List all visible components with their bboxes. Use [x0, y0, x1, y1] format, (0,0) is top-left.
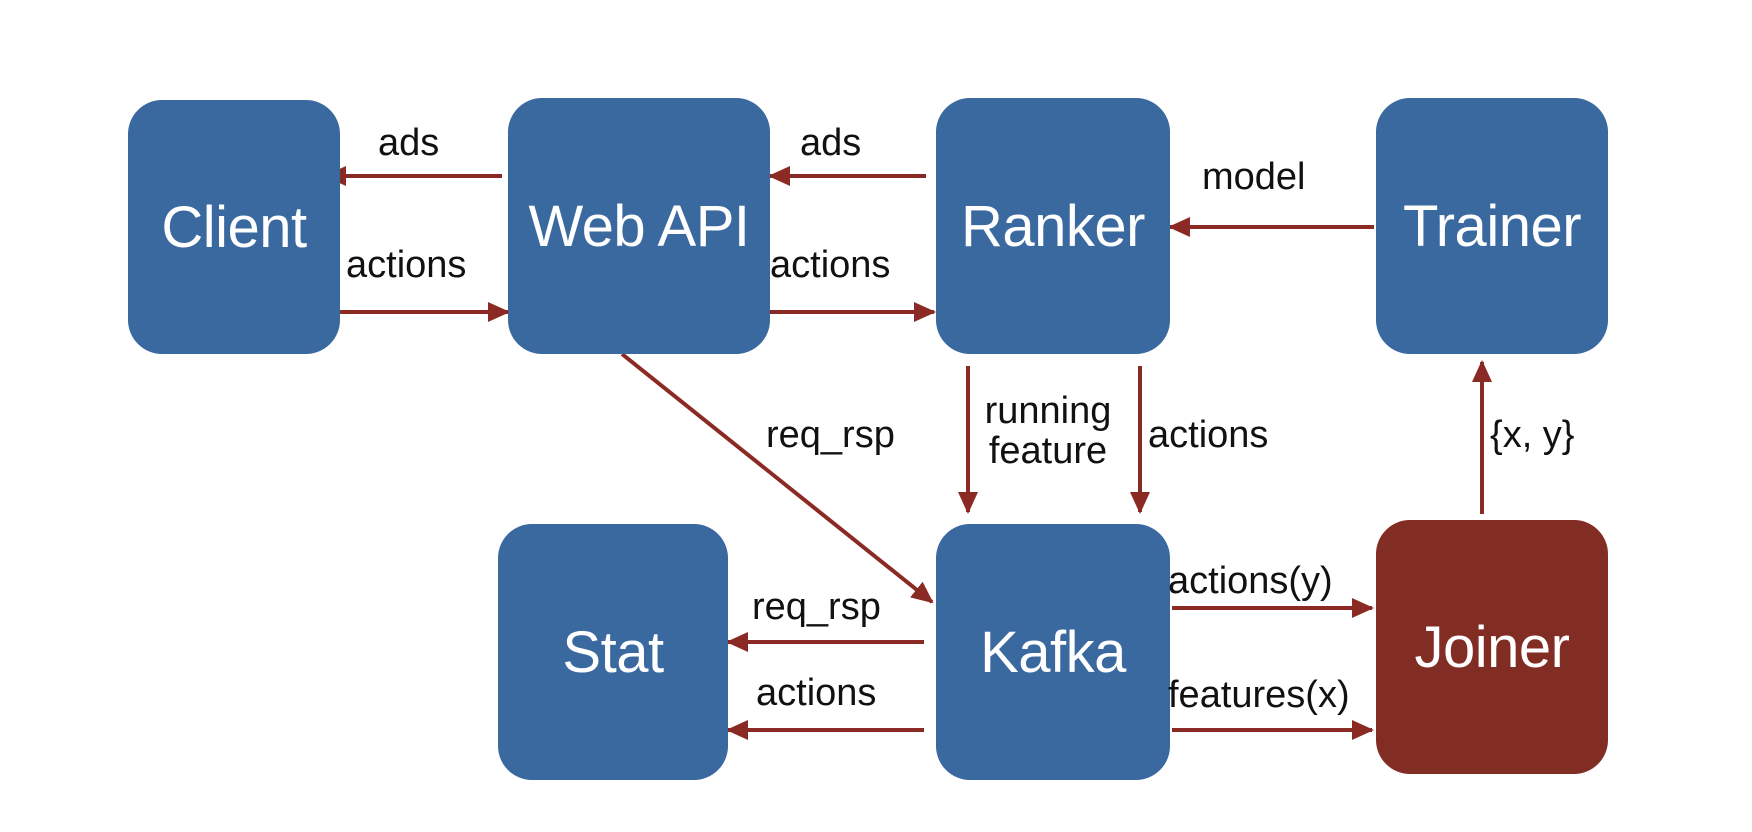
- label-ranker-to-webapi: ads: [800, 122, 862, 164]
- node-trainer: Trainer: [1376, 98, 1608, 354]
- label-kafka-to-joiner-actions: actions(y): [1168, 560, 1333, 602]
- node-ranker-label: Ranker: [961, 193, 1145, 259]
- label-kafka-to-stat-reqrsp: req_rsp: [752, 586, 881, 628]
- node-trainer-label: Trainer: [1402, 193, 1582, 259]
- label-ranker-to-kafka-actions: actions: [1148, 414, 1269, 456]
- node-client-label: Client: [161, 194, 307, 260]
- node-client: Client: [128, 100, 340, 354]
- node-stat: Stat: [498, 524, 728, 780]
- node-kafka-label: Kafka: [980, 619, 1126, 685]
- label-joiner-to-trainer: {x, y}: [1490, 414, 1575, 456]
- node-web-api: Web API: [508, 98, 770, 354]
- label-webapi-to-kafka: req_rsp: [766, 414, 895, 456]
- node-joiner: Joiner: [1376, 520, 1608, 774]
- label-ranker-to-kafka-feature: running feature: [974, 390, 1122, 472]
- node-stat-label: Stat: [562, 619, 664, 685]
- label-ranker-to-kafka-feature-line2: feature: [988, 429, 1108, 472]
- label-client-to-webapi: actions: [346, 244, 467, 286]
- label-webapi-to-client: ads: [378, 122, 440, 164]
- label-webapi-to-ranker: actions: [770, 244, 891, 286]
- label-kafka-to-joiner-features: features(x): [1168, 674, 1350, 716]
- node-joiner-label: Joiner: [1414, 614, 1570, 680]
- node-kafka: Kafka: [936, 524, 1170, 780]
- label-trainer-to-ranker: model: [1202, 156, 1306, 198]
- node-web-api-label: Web API: [528, 193, 750, 259]
- label-kafka-to-stat-actions: actions: [756, 672, 877, 714]
- node-ranker: Ranker: [936, 98, 1170, 354]
- label-ranker-to-kafka-feature-line1: running: [984, 390, 1112, 432]
